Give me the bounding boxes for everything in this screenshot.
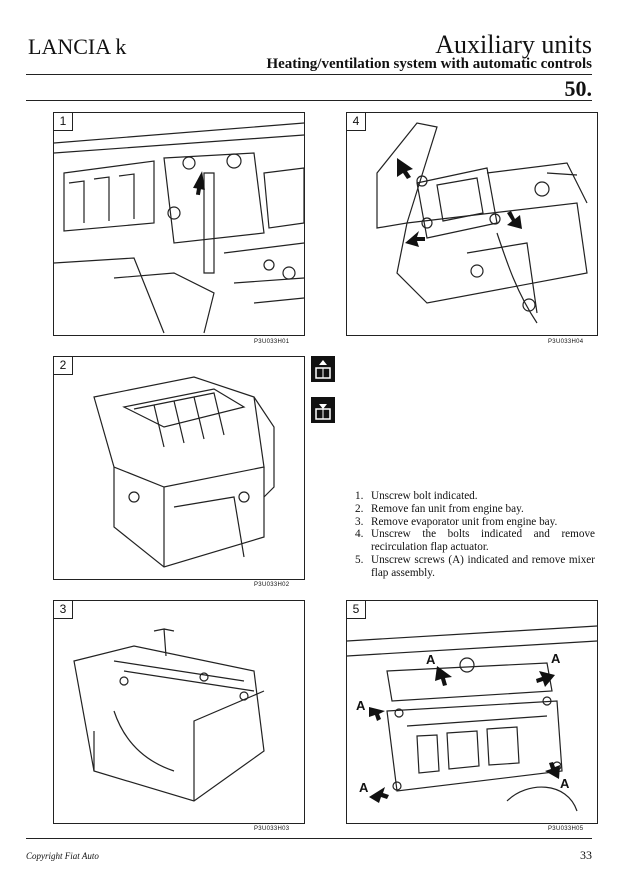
header-rule-bottom: [26, 100, 592, 101]
figure-number: 3: [54, 601, 73, 619]
footer-rule: [26, 838, 592, 839]
page-number: 33: [580, 848, 592, 862]
arrow-icon: [369, 666, 560, 803]
callout-label: A: [359, 780, 369, 795]
arrow-icon: [397, 158, 522, 247]
figure-1: 1: [53, 112, 305, 336]
page-subtitle: Heating/ventilation system with automati…: [266, 56, 592, 72]
refit-icon: [311, 397, 335, 423]
procedure-steps: 1.Unscrew bolt indicated. 2.Remove fan u…: [355, 490, 595, 580]
step-item: 4.Unscrew the bolts indicated and remove…: [355, 528, 595, 554]
figure-2: 2: [53, 356, 305, 580]
figure-code: P3U033H03: [254, 826, 290, 832]
section-title: Auxiliary units: [435, 30, 592, 59]
callout-label: A: [426, 652, 436, 667]
step-item: 3.Remove evaporator unit from engine bay…: [355, 515, 558, 528]
page-code: 50.: [564, 76, 593, 101]
figure-number: 4: [347, 113, 366, 131]
figure-4-illustration: [376, 122, 588, 324]
header-rule: [26, 74, 592, 75]
step-item: 5.Unscrew screws (A) indicated and remov…: [355, 553, 595, 579]
figure-3-illustration: [73, 628, 265, 802]
figure-number: 1: [54, 113, 73, 131]
figure-number: 2: [54, 357, 73, 375]
figure-4: 4: [346, 112, 598, 336]
step-item: 1.Unscrew bolt indicated.: [355, 490, 478, 502]
figure-code: P3U033H01: [254, 339, 290, 345]
callout-label: A: [560, 776, 570, 791]
brand-title: LANCIA k: [28, 34, 127, 59]
figure-code: P3U033H02: [254, 582, 290, 588]
removal-icon: [311, 356, 335, 382]
arrow-icon: [193, 171, 205, 196]
figure-2-illustration: [93, 376, 275, 568]
figure-code: P3U033H05: [548, 826, 584, 832]
step-item: 2.Remove fan unit from engine bay.: [355, 502, 524, 515]
copyright-text: Copyright Fiat Auto: [26, 851, 99, 861]
figure-5: 5: [346, 600, 598, 824]
callout-label: A: [551, 651, 561, 666]
figure-number: 5: [347, 601, 366, 619]
figure-code: P3U033H04: [548, 339, 584, 345]
figure-3: 3: [53, 600, 305, 824]
figure-1-illustration: [54, 122, 304, 334]
callout-label: A: [356, 698, 366, 713]
